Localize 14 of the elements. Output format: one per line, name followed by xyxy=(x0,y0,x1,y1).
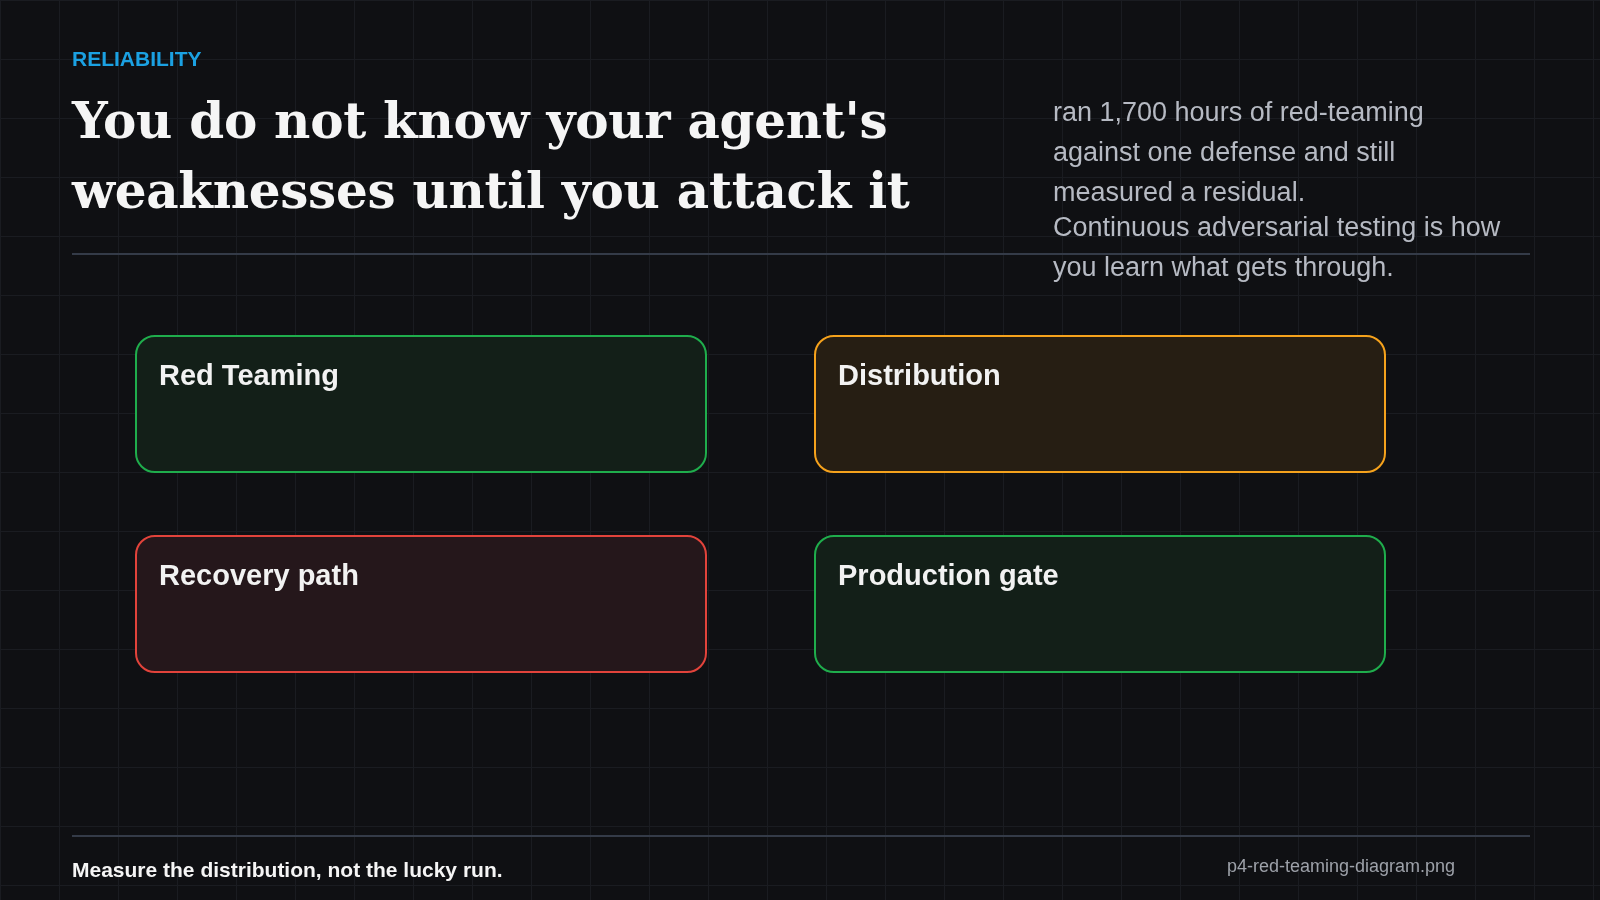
file-name-text: p4-red-teaming-diagram.png xyxy=(1227,855,1456,877)
card-title: Red Teaming xyxy=(159,358,340,393)
category-card xyxy=(135,335,707,473)
category-card xyxy=(814,335,1386,473)
category-card xyxy=(135,535,707,673)
description-text: Continuous adversarial testing is how you learn what gets through. xyxy=(1053,211,1502,284)
card-title: Recovery path xyxy=(159,558,360,593)
section-label: RELIABILITY xyxy=(72,46,202,72)
slide-title: You do not know your agent's weaknesses until you attack it xyxy=(72,90,911,222)
description-text: ran 1,700 hours of red-teaming against one defense and still measured a residual. xyxy=(1053,96,1425,209)
category-card xyxy=(814,535,1386,673)
card-title: Production gate xyxy=(838,558,1060,593)
card-title: Distribution xyxy=(838,358,1002,393)
caption-text: Measure the distribution, not the lucky run. xyxy=(72,857,503,883)
